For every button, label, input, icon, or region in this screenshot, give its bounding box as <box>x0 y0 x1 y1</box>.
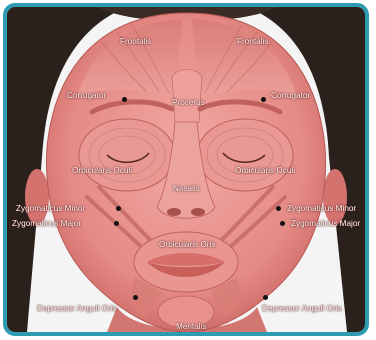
label-nasalis: Nasalis <box>173 185 200 193</box>
label-depressor-left: Depressor Anguli Oris <box>37 305 117 313</box>
orbicularis-oculi-right-shape <box>197 119 293 191</box>
label-corrugator-right: Corrugator <box>271 92 310 100</box>
ear-left <box>25 169 49 225</box>
marker-corrugator-right <box>261 97 266 102</box>
label-zygomaticus-minor-left: Zygomaticus Minor <box>16 205 85 213</box>
marker-zygomaticus-major-right <box>280 221 285 226</box>
label-zygomaticus-major-right: Zygomaticus Major <box>291 220 360 228</box>
label-zygomaticus-major-left: Zygomaticus Major <box>12 220 81 228</box>
nostril-left <box>167 208 181 216</box>
label-orbicularis-oculi-right: Orbicularis Oculi <box>235 167 295 175</box>
label-depressor-right: Depressor Anguli Oris <box>262 305 342 313</box>
nostril-right <box>191 208 205 216</box>
diagram-frame: Frontalis Frontalis Corrugator Corrugato… <box>3 3 369 336</box>
marker-zygomaticus-minor-right <box>276 206 281 211</box>
label-orbicularis-oris: Orbicularis Oris <box>159 241 215 249</box>
label-frontalis-left: Frontalis <box>120 38 151 46</box>
orbicularis-oculi-left-shape <box>79 119 175 191</box>
label-procerus: Procerus <box>172 99 205 107</box>
label-mentalis: Mentalis <box>176 323 207 331</box>
marker-depressor-right <box>263 295 268 300</box>
label-zygomaticus-minor-right: Zygomaticus Minor <box>287 205 356 213</box>
marker-corrugator-left <box>122 97 127 102</box>
label-frontalis-right: Frontalis <box>237 38 268 46</box>
marker-depressor-left <box>133 295 138 300</box>
label-orbicularis-oculi-left: Orbicularis Oculi <box>72 167 132 175</box>
marker-zygomaticus-minor-left <box>116 206 121 211</box>
face-muscle-illustration <box>7 7 365 332</box>
marker-zygomaticus-major-left <box>114 221 119 226</box>
label-corrugator-left: Corrugator <box>67 92 106 100</box>
ear-right <box>323 169 347 225</box>
